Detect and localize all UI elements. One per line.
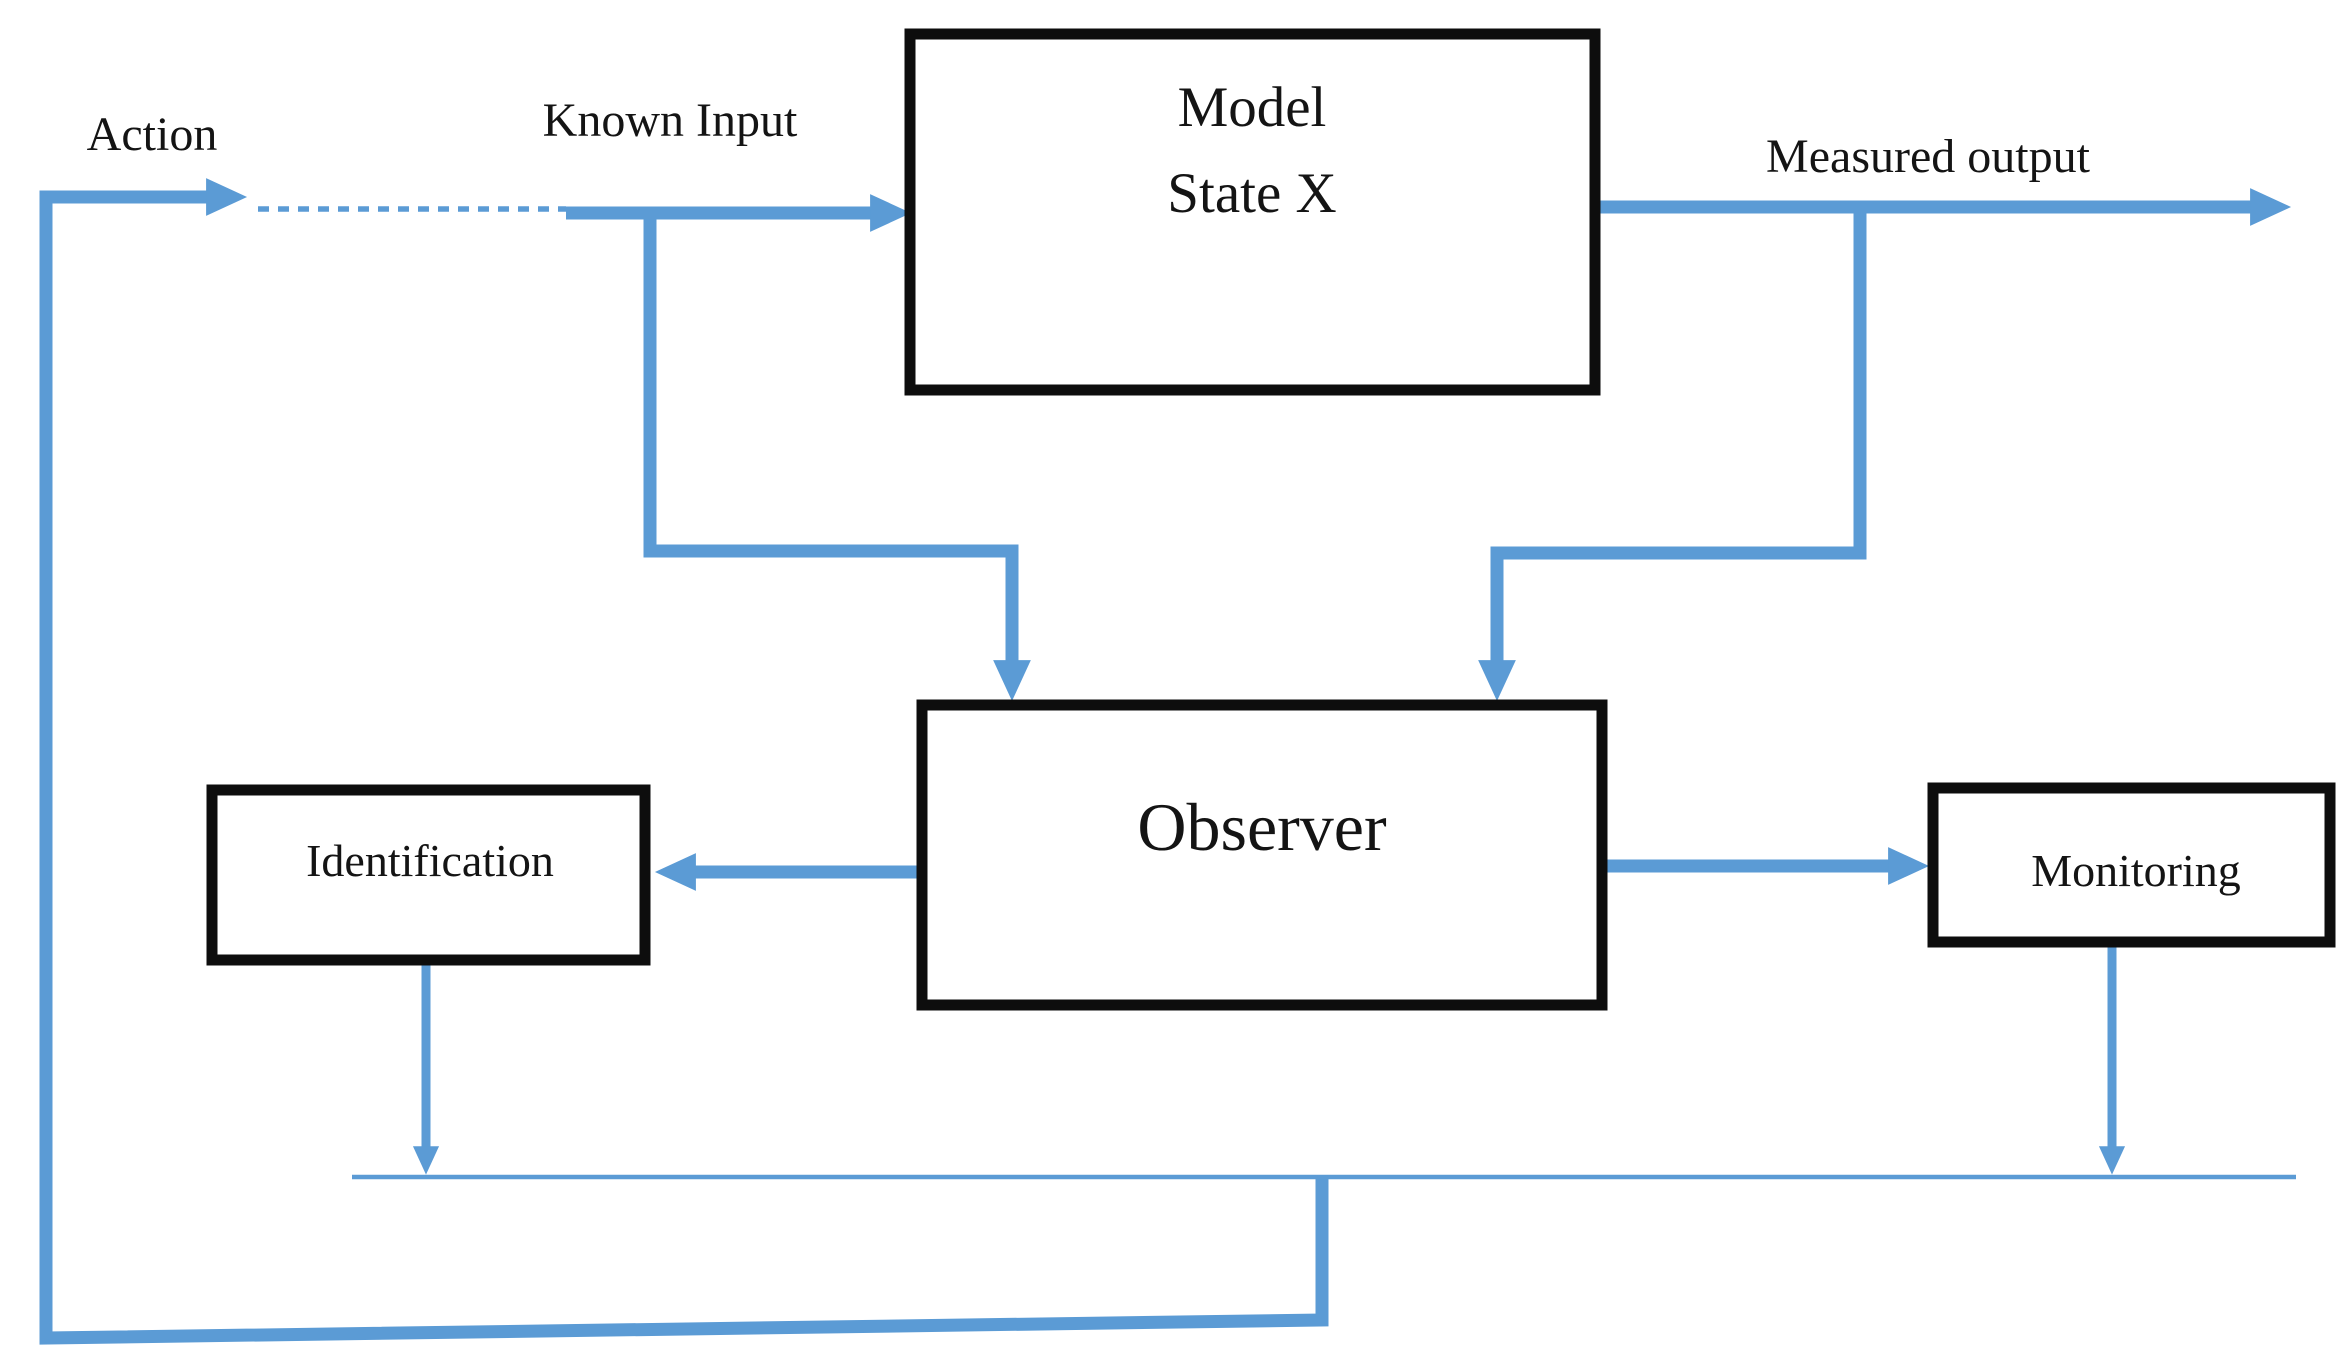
observer-box [916, 699, 1608, 1011]
model-label-line2: State X [1167, 162, 1336, 225]
edge-measured-output-to-observer [1478, 207, 1867, 702]
known-input-label: Known Input [543, 94, 798, 147]
action-label: Action [87, 108, 218, 161]
identification-box [206, 784, 651, 966]
model-label-line1: Model [1178, 76, 1327, 139]
edge-known-input-to-observer [643, 207, 1031, 702]
model-box [904, 28, 1601, 396]
observer-label: Observer [1137, 789, 1387, 865]
edge-feedback-loop [39, 178, 1329, 1345]
monitoring-label: Monitoring [2031, 845, 2241, 896]
measured-output-label: Measured output [1766, 130, 2091, 183]
identification-label: Identification [306, 835, 554, 886]
monitoring-box [1927, 782, 2336, 948]
